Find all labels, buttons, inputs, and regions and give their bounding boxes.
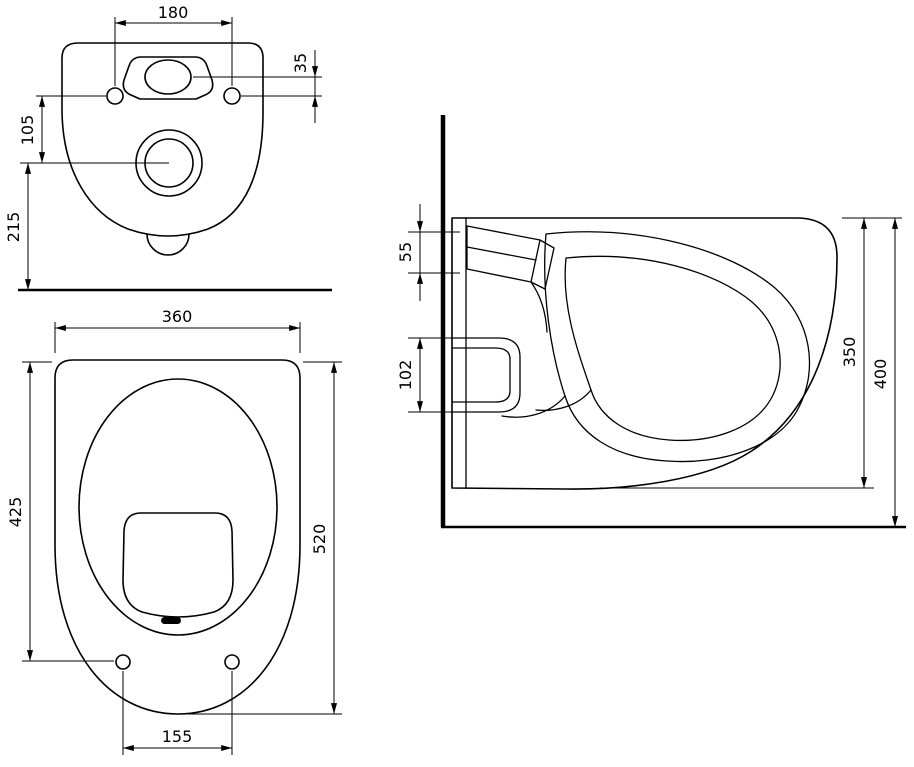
trap-channel-line: [501, 395, 566, 418]
dimension-label-400: 400: [871, 359, 890, 390]
drain-bump-outline: [146, 233, 190, 256]
dimension-label-105: 105: [18, 115, 37, 146]
dimension-label-55: 55: [396, 242, 415, 262]
inlet-channel-line: [530, 281, 548, 333]
outlet-pipe-inner: [451, 347, 511, 403]
inlet-spigot-cap: [530, 239, 555, 290]
trap-channel-line: [535, 389, 592, 412]
bowl-cavity-inner: [564, 255, 781, 442]
dimension-label-425: 425: [6, 497, 25, 528]
inlet-oval: [144, 59, 192, 95]
side-view: 55 102 350 400: [396, 115, 906, 529]
top-view: 360 425 520 155: [6, 307, 342, 755]
outlet-pipe-outline: [451, 337, 521, 413]
dimension-label-102: 102: [396, 360, 415, 391]
fixing-hole-right: [223, 87, 241, 105]
dimension-label-520: 520: [310, 524, 329, 555]
dimension-label-35: 35: [291, 53, 310, 73]
dimension-label-180: 180: [158, 3, 189, 22]
inlet-spigot-midline: [466, 246, 537, 261]
bowl-outer-outline: [54, 359, 301, 715]
dimension-label-360: 360: [162, 307, 193, 326]
bowl-opening-outline: [122, 512, 234, 618]
seat-hole-right: [224, 654, 240, 670]
fixing-hole-left: [106, 87, 124, 105]
rear-body-outline: [61, 42, 264, 237]
mounting-plate-outline: [122, 56, 214, 100]
rear-view: 180 35 105 215: [4, 3, 332, 292]
dimension-label-350: 350: [840, 337, 859, 368]
drain-mark: [161, 617, 181, 624]
side-profile-outline: [451, 217, 838, 490]
seat-rim-outline: [78, 378, 278, 636]
dimension-label-215: 215: [4, 212, 23, 243]
bowl-cavity-outer: [544, 231, 811, 463]
seat-hole-left: [115, 654, 131, 670]
dimension-label-155: 155: [162, 727, 193, 746]
